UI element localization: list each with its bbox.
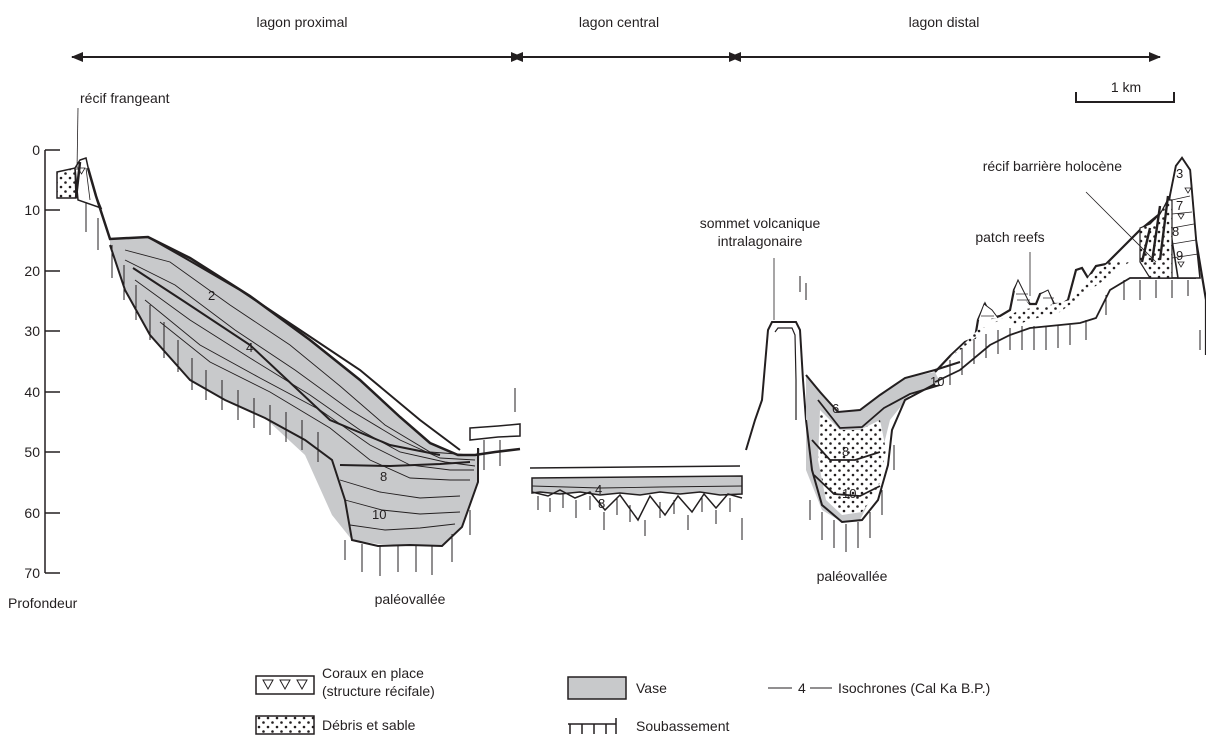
depth-axis-title: Profondeur (8, 595, 78, 611)
isochrone-label-cent-8: 8 (598, 496, 605, 511)
depth-axis: 0 10 20 30 40 50 60 70 Profondeur (8, 142, 78, 611)
distal-debris-fill (818, 410, 886, 515)
fringing-reef-label: récif frangeant (80, 90, 170, 106)
isochrone-label-prox-10: 10 (372, 507, 386, 522)
isochrone-label-barr-9: 9 (1176, 248, 1183, 263)
legend-debris: Débris et sable (255, 715, 416, 735)
legend: Coraux en place (structure récifale) Déb… (255, 665, 990, 735)
zone-label-distal: lagon distal (909, 14, 980, 30)
legend-corals-label-1: Coraux en place (322, 665, 424, 681)
isochrone-label-prox-4: 4 (246, 340, 253, 355)
depth-tick-70: 70 (24, 565, 40, 581)
barrier-reef: récif barrière holocène 3 7 8 9 (983, 156, 1201, 279)
legend-basement: Soubassement (568, 718, 730, 734)
legend-basement-label: Soubassement (636, 718, 730, 734)
legend-isochrone-marker: 4 (798, 680, 806, 696)
depth-tick-20: 20 (24, 263, 40, 279)
isochrone-label-dist-6: 6 (832, 401, 839, 416)
barrier-reef-label: récif barrière holocène (983, 158, 1123, 174)
depth-tick-50: 50 (24, 444, 40, 460)
depth-tick-10: 10 (24, 202, 40, 218)
legend-isochrones-label: Isochrones (Cal Ka B.P.) (838, 680, 990, 696)
patch-reefs-label: patch reefs (975, 229, 1044, 245)
central-mud-fill (531, 475, 743, 496)
isochrone-label-barr-8: 8 (1172, 224, 1179, 239)
central-lagoon-section: 4 8 (529, 465, 743, 540)
volcanic-summit: sommet volcanique intralagonaire (700, 215, 821, 451)
volcanic-summit-label-1: sommet volcanique (700, 215, 821, 231)
distal-paleovalley: 6 8 10 paléovallée (805, 283, 961, 584)
mud-swatch (567, 676, 627, 700)
zone-label-central: lagon central (579, 14, 659, 30)
isochrone-label-prox-8: 8 (380, 469, 387, 484)
legend-corals-label-2: (structure récifale) (322, 683, 435, 699)
depth-tick-0: 0 (32, 142, 40, 158)
fringing-reef-leader (76, 107, 79, 171)
scale-bar: 1 km (1075, 79, 1175, 103)
proximal-mud-fill (110, 237, 480, 546)
isochrone-label-barr-3: 3 (1176, 166, 1183, 181)
depth-tick-60: 60 (24, 505, 40, 521)
legend-isochrones: 4 Isochrones (Cal Ka B.P.) (768, 680, 990, 696)
depth-tick-40: 40 (24, 384, 40, 400)
corals-swatch (255, 675, 315, 695)
distal-slope-debris (950, 262, 1130, 357)
zone-label-proximal: lagon proximal (256, 14, 347, 30)
isochrone-label-dist-10-valley: 10 (842, 486, 856, 501)
basement-swatch (568, 718, 617, 734)
legend-mud-label: Vase (636, 680, 667, 696)
isochrone-label-prox-2: 2 (208, 288, 215, 303)
paleovalley-left-label: paléovallée (375, 591, 446, 607)
paleovalley-right-label: paléovallée (817, 568, 888, 584)
isochrone-label-cent-4: 4 (595, 482, 602, 497)
isochrone-label-dist-8: 8 (842, 444, 849, 459)
isochrone-label-barr-7: 7 (1176, 198, 1183, 213)
legend-debris-label: Débris et sable (322, 717, 416, 733)
proximal-lagoon-section: 2 4 8 10 paléovallée (85, 167, 521, 607)
isochrone-label-dist-10-slope: 10 (930, 374, 944, 389)
barrier-reef-leader (1085, 191, 1157, 263)
legend-corals: Coraux en place (structure récifale) (255, 665, 435, 699)
legend-mud: Vase (567, 676, 667, 700)
volcanic-summit-label-2: intralagonaire (718, 233, 803, 249)
scale-bar-label: 1 km (1111, 79, 1141, 95)
fringing-reef: récif frangeant (56, 90, 170, 210)
debris-swatch (255, 715, 315, 735)
zone-header: lagon proximal lagon central lagon dista… (71, 14, 1161, 62)
depth-tick-30: 30 (24, 323, 40, 339)
